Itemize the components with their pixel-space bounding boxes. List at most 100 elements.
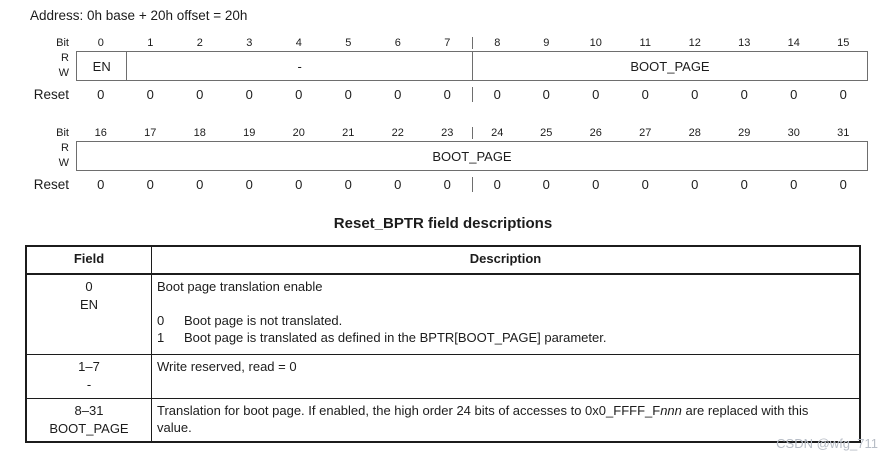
reset-value: 0 <box>839 177 847 192</box>
register-field: EN <box>92 58 111 74</box>
description-cell: Boot page translation enable 0 Boot page… <box>152 275 859 354</box>
field-name: EN <box>79 297 99 312</box>
bit-number: 16 <box>94 127 107 139</box>
field-descriptions-table: Field Description 0 EN Boot page transla… <box>25 245 861 443</box>
register-box: BOOT_PAGE <box>76 141 868 171</box>
reset-value: 0 <box>344 177 352 192</box>
bit-number: 27 <box>639 127 652 139</box>
register-field: BOOT_PAGE <box>432 148 512 164</box>
bit-number: 1 <box>147 37 154 49</box>
reset-row-label: Reset <box>33 87 69 102</box>
value-line: 0 Boot page is not translated. <box>157 312 853 329</box>
table-header-field: Field <box>27 247 152 273</box>
reset-value: 0 <box>542 177 550 192</box>
bit-number: 2 <box>196 37 203 49</box>
field-bit-range: 1–7 <box>78 359 100 374</box>
bit-number: 20 <box>292 127 305 139</box>
register-field: BOOT_PAGE <box>472 52 867 80</box>
reset-value: 0 <box>245 87 253 102</box>
bit-number: 13 <box>738 37 751 49</box>
bit-number: 19 <box>243 127 256 139</box>
bit-row-label: Bit <box>56 37 69 49</box>
field-name: - <box>86 377 92 392</box>
reset-value: 0 <box>790 177 798 192</box>
description-intro: Write reserved, read = 0 <box>157 359 297 374</box>
bit-number: 24 <box>472 127 522 139</box>
reset-value: 0 <box>97 87 105 102</box>
bit-number: 30 <box>787 127 800 139</box>
table-header-row: Field Description <box>27 247 859 275</box>
table-header-description: Description <box>469 251 542 266</box>
description-cell: Translation for boot page. If enabled, t… <box>152 399 859 441</box>
bit-number: 12 <box>688 37 701 49</box>
bit-number: 3 <box>246 37 253 49</box>
bit-number: 26 <box>589 127 602 139</box>
reset-value: 0 <box>641 87 649 102</box>
bit-number: 8 <box>472 37 522 49</box>
bit-number: 5 <box>345 37 352 49</box>
field-cell: 0 EN <box>27 275 152 354</box>
reset-value: 0 <box>740 177 748 192</box>
field-cell: 8–31 BOOT_PAGE <box>27 399 152 441</box>
bit-number: 9 <box>543 37 550 49</box>
register-field: - <box>126 52 472 80</box>
table-title: Reset_BPTR field descriptions <box>333 215 553 232</box>
bit-number: 21 <box>342 127 355 139</box>
field-bit-range: 0 <box>85 279 93 294</box>
reset-value: 0 <box>295 177 303 192</box>
reset-value: 0 <box>196 177 204 192</box>
reset-value: 0 <box>641 177 649 192</box>
value-text: Boot page is translated as defined in th… <box>184 330 607 345</box>
bit-number: 29 <box>738 127 751 139</box>
reset-value: 0 <box>146 87 154 102</box>
bit-number: 18 <box>193 127 206 139</box>
table-row: 8–31 BOOT_PAGE Translation for boot page… <box>27 399 859 441</box>
address-line: Address: 0h base + 20h offset = 20h <box>30 8 248 23</box>
bit-number: 11 <box>639 37 651 49</box>
register-box: EN-BOOT_PAGE <box>76 51 868 81</box>
bit-number: 28 <box>688 127 701 139</box>
reset-value: 0 <box>472 177 522 192</box>
table-row: 1–7 - Write reserved, read = 0 <box>27 355 859 399</box>
reset-value: 0 <box>295 87 303 102</box>
reset-value: 0 <box>790 87 798 102</box>
bit-number: 22 <box>391 127 404 139</box>
reset-value: 0 <box>443 87 451 102</box>
bit-number: 14 <box>787 37 800 49</box>
bit-number: 4 <box>295 37 302 49</box>
reset-value: 0 <box>542 87 550 102</box>
reset-value: 0 <box>443 177 451 192</box>
value-line: 1 Boot page is translated as defined in … <box>157 329 853 346</box>
field-bit-range: 8–31 <box>74 403 104 418</box>
reset-value: 0 <box>97 177 105 192</box>
reset-value: 0 <box>839 87 847 102</box>
bit-number: 17 <box>144 127 157 139</box>
reset-value: 0 <box>740 87 748 102</box>
value-text: Boot page is not translated. <box>184 313 343 328</box>
value-number: 1 <box>157 330 165 345</box>
value-number: 0 <box>157 313 165 328</box>
table-row: 0 EN Boot page translation enable 0 Boot… <box>27 275 859 355</box>
read-label: R <box>61 52 69 64</box>
bit-number: 10 <box>589 37 602 49</box>
read-label: R <box>61 142 69 154</box>
description-text: Translation for boot page. If enabled, t… <box>157 403 809 435</box>
reset-value: 0 <box>394 177 402 192</box>
bit-number: 31 <box>837 127 850 139</box>
reset-value: 0 <box>691 177 699 192</box>
reset-value: 0 <box>691 87 699 102</box>
field-name: BOOT_PAGE <box>49 421 129 436</box>
bit-number: 23 <box>441 127 454 139</box>
reset-row-label: Reset <box>33 177 69 192</box>
bit-row-label: Bit <box>56 127 69 139</box>
